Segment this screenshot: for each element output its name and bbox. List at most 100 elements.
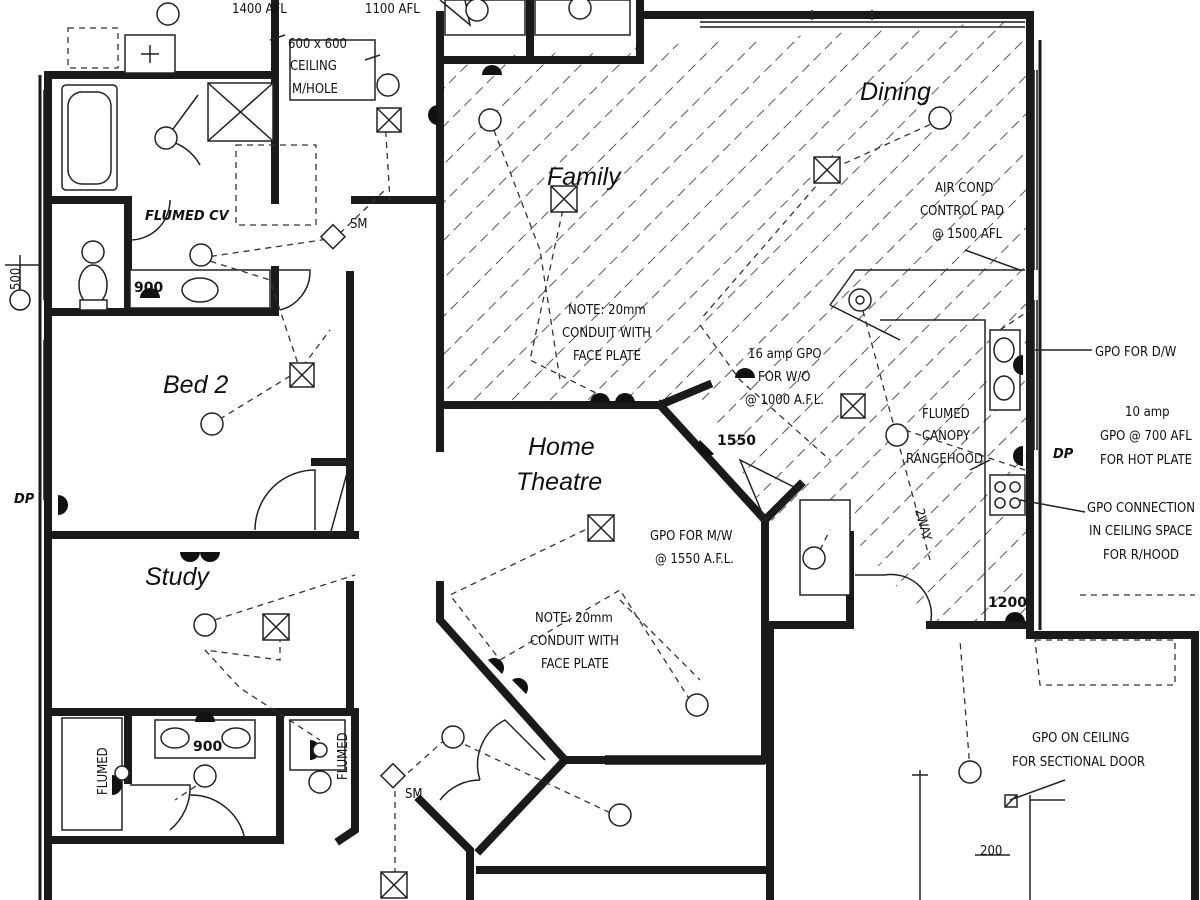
note-air-cond-1: AIR COND bbox=[935, 181, 993, 196]
note-air-cond-3: @ 1500 AFL bbox=[932, 227, 1003, 242]
ceiling-light-icon bbox=[958, 760, 982, 784]
walls bbox=[38, 0, 1199, 900]
note-sm-1: SM bbox=[350, 217, 368, 232]
windows bbox=[43, 21, 1038, 765]
doors bbox=[129, 0, 933, 841]
note-ceiling-mhole-2: CEILING bbox=[290, 59, 337, 74]
note-afl-1100: 1100 AFL bbox=[365, 2, 420, 17]
hatch-line bbox=[440, 20, 649, 625]
note-ceiling-mhole-1: 600 x 600 bbox=[288, 37, 347, 52]
ceiling-light-icon bbox=[156, 2, 180, 26]
note-flumed-vertical-2: FLUMED bbox=[336, 732, 351, 780]
gpo-outlet-icon bbox=[615, 393, 635, 403]
note-gpo-dw: GPO FOR D/W bbox=[1095, 345, 1177, 360]
gpo-outlet-icon bbox=[428, 105, 438, 125]
exhaust-fan-icon bbox=[262, 613, 290, 641]
ceiling-light-icon bbox=[608, 803, 632, 827]
switch-icon bbox=[114, 765, 130, 781]
ceiling-light-icon bbox=[81, 240, 105, 264]
ceiling-light-icon bbox=[308, 770, 332, 794]
note-flumed-canopy-1: FLUMED bbox=[922, 407, 970, 422]
fixtures bbox=[61, 0, 1195, 831]
ceiling-light-icon bbox=[189, 243, 213, 267]
note-dp-left: DP bbox=[14, 492, 35, 507]
hatch-line bbox=[859, 20, 1030, 625]
note-conduit-top-2: CONDUIT WITH bbox=[562, 326, 651, 341]
note-gpo-mw-1: GPO FOR M/W bbox=[650, 529, 733, 544]
note-gpo-conn-1: GPO CONNECTION bbox=[1087, 501, 1195, 516]
hatch-line bbox=[440, 20, 839, 625]
hatch-line bbox=[440, 20, 915, 625]
room-label-family: Family bbox=[547, 163, 622, 191]
ceiling-light-icon bbox=[193, 613, 217, 637]
hatch-line bbox=[440, 20, 877, 625]
note-dp-right: DP bbox=[1053, 447, 1074, 462]
ceiling-light-icon bbox=[376, 73, 400, 97]
note-gpo-conn-3: FOR R/HOOD bbox=[1103, 548, 1179, 563]
hatch-line bbox=[440, 20, 763, 625]
note-gpo-wo-3: @ 1000 A.F.L. bbox=[745, 393, 824, 408]
note-gpo-wo-2: FOR W/O bbox=[758, 370, 810, 385]
exhaust-fan-icon bbox=[289, 362, 315, 388]
hatch-line bbox=[440, 20, 611, 625]
gpo-outlet-icon bbox=[140, 288, 160, 298]
room-label-home-theatre-line2: Theatre bbox=[516, 468, 602, 496]
ceiling-light-icon bbox=[193, 764, 217, 788]
exhaust-fan-icon bbox=[376, 107, 402, 133]
ceiling-light-icon bbox=[478, 108, 502, 132]
leaders bbox=[5, 10, 1092, 900]
switch-icon bbox=[855, 295, 865, 305]
ceiling-lights bbox=[81, 0, 982, 827]
exhaust-fan-icon bbox=[840, 393, 866, 419]
note-conduit-top-3: FACE PLATE bbox=[573, 349, 641, 364]
ceiling-light-icon bbox=[441, 725, 465, 749]
exhaust-fan-icon bbox=[380, 871, 408, 899]
note-sm-2: SM bbox=[405, 787, 423, 802]
gpo-outlet-icon bbox=[482, 65, 502, 75]
gpo-outlet-icon bbox=[512, 677, 529, 694]
note-afl-1400: 1400 AFL bbox=[232, 2, 287, 17]
smoke-detectors bbox=[319, 223, 407, 789]
gpo-outlet-icon bbox=[200, 552, 220, 562]
room-label-study: Study bbox=[145, 563, 210, 591]
hatch-line bbox=[440, 20, 573, 625]
note-dim-200: 200 bbox=[980, 844, 1002, 859]
hatch-line bbox=[440, 20, 953, 625]
note-gpo-mw-2: @ 1550 A.F.L. bbox=[655, 552, 734, 567]
note-flumed-canopy-3: RANGEHOOD bbox=[906, 452, 983, 467]
ceiling-light-icon bbox=[885, 423, 909, 447]
note-air-cond-2: CONTROL PAD bbox=[920, 204, 1004, 219]
ceiling-light-icon bbox=[928, 106, 952, 130]
gpo-outlet-icon bbox=[58, 495, 68, 515]
gpo-outlet-icon bbox=[1013, 446, 1023, 466]
note-flumed-cv: FLUMED CV bbox=[145, 209, 230, 224]
note-gpo-wo-1: 16 amp GPO bbox=[748, 347, 822, 362]
note-flumed-canopy-2: CANOPY bbox=[922, 429, 971, 444]
note-gpo-conn-2: IN CEILING SPACE bbox=[1089, 524, 1192, 539]
note-conduit-mid-2: CONDUIT WITH bbox=[530, 634, 619, 649]
exhaust-fan-icon bbox=[813, 156, 841, 184]
gpo-outlet-icon bbox=[590, 393, 610, 403]
note-dim-900-b: 900 bbox=[193, 739, 222, 755]
note-dim-1550: 1550 bbox=[717, 433, 756, 449]
hatch-line bbox=[745, 20, 1030, 625]
note-flumed-vertical-1: FLUMED bbox=[96, 747, 111, 795]
ceiling-light-icon bbox=[154, 126, 178, 150]
ceiling-light-icon bbox=[685, 693, 709, 717]
switch-icon bbox=[312, 742, 328, 758]
note-conduit-mid-1: NOTE: 20mm bbox=[535, 611, 613, 626]
hatch-line bbox=[821, 20, 1030, 625]
ceiling-light-icon bbox=[200, 412, 224, 436]
gpo-outlet-icon bbox=[1013, 355, 1023, 375]
note-gpo-hot-3: FOR HOT PLATE bbox=[1100, 453, 1192, 468]
smoke-detector-icon bbox=[379, 762, 407, 789]
hatch-line bbox=[440, 20, 725, 625]
gpo-outlet-icon bbox=[488, 657, 505, 674]
hatch-line bbox=[440, 20, 801, 625]
smoke-detector-icon bbox=[319, 223, 347, 250]
note-gpo-ceiling-1: GPO ON CEILING bbox=[1032, 731, 1129, 746]
exhaust-fan-icon bbox=[550, 185, 578, 213]
hatch-line bbox=[440, 20, 991, 625]
note-dim-500: 500 bbox=[9, 268, 24, 290]
